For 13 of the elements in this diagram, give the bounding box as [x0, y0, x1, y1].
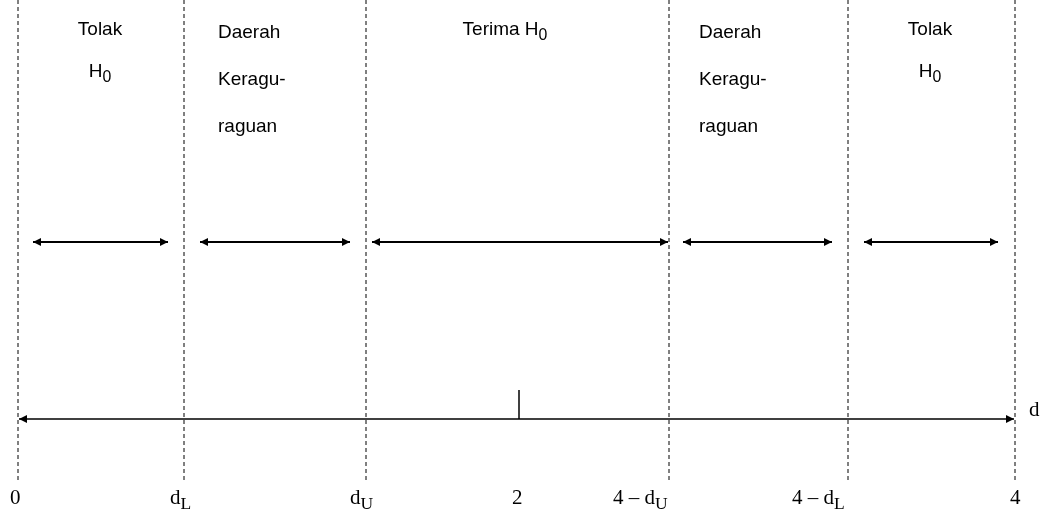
axis-label: d	[1029, 397, 1040, 421]
region-label: Daerah Keragu-raguan	[699, 20, 768, 138]
region-label: Terima H$_{0}$	[461, 17, 549, 45]
tick-label: 4	[1010, 485, 1021, 509]
region-label: Tolak H$_{0}$	[76, 17, 124, 87]
tick-label: 4 – d$_{L}$	[792, 485, 845, 513]
tick-label: 0	[10, 485, 21, 509]
tick-label: d$_{U}$	[350, 485, 374, 513]
tick-label: 2	[512, 485, 523, 509]
tick-label: 4 – d$_{U}$	[613, 485, 668, 513]
tick-label: d$_{L}$	[170, 485, 192, 513]
region-label: Tolak H$_{0}$	[906, 17, 954, 87]
region-label: Daerah Keragu-raguan	[218, 20, 287, 138]
